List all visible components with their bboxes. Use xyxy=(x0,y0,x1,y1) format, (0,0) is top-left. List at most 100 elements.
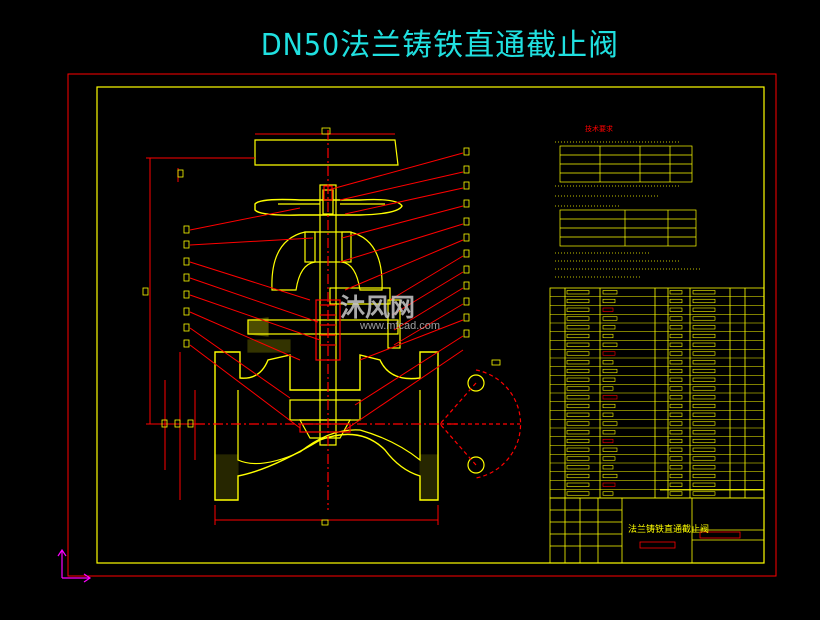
parts-cell-text xyxy=(669,307,683,312)
parts-cell-text xyxy=(602,395,618,400)
parts-cell-text xyxy=(669,456,683,461)
tech-requirements-heading: 技术要求 xyxy=(585,124,613,133)
parts-cell-text xyxy=(602,333,614,339)
watermark-brand: 沐风网 xyxy=(340,293,416,322)
parts-cell-text xyxy=(566,395,590,400)
parts-cell-text xyxy=(566,333,590,339)
parts-cell-text xyxy=(566,421,590,426)
parts-cell-text xyxy=(692,351,716,356)
parts-cell-text xyxy=(669,368,683,374)
parts-list-rows xyxy=(550,290,764,496)
parts-cell-text xyxy=(566,377,590,382)
parts-cell-text xyxy=(692,482,716,487)
parts-cell-text xyxy=(669,325,683,330)
balloon-labels xyxy=(142,127,501,526)
parts-cell-text xyxy=(692,307,716,312)
parts-cell-text xyxy=(692,290,716,295)
parts-cell-text xyxy=(566,456,590,461)
parts-cell-text xyxy=(692,316,716,321)
parts-cell-text xyxy=(669,290,683,295)
parts-cell-text xyxy=(692,386,716,391)
parts-cell-text xyxy=(669,482,683,487)
parts-cell-text xyxy=(669,342,683,347)
parts-cell-text xyxy=(692,465,716,470)
parts-cell-text xyxy=(566,412,590,417)
parts-cell-text xyxy=(692,412,716,417)
watermark-url: www.mfcad.com xyxy=(360,320,441,332)
parts-cell-text xyxy=(692,430,716,435)
parts-cell-text xyxy=(566,473,590,479)
text-lines xyxy=(555,141,700,278)
parts-cell-text xyxy=(602,473,618,479)
parts-cell-text xyxy=(692,325,716,330)
parts-cell-text xyxy=(602,465,614,470)
parts-cell-text xyxy=(602,403,616,409)
parts-cell-text xyxy=(566,316,590,321)
parts-cell-text xyxy=(669,465,683,470)
parts-cell-text xyxy=(692,333,716,339)
parts-cell-text xyxy=(566,430,590,435)
parts-cell-text xyxy=(602,290,618,295)
parts-cell-text xyxy=(669,333,683,339)
parts-cell-text xyxy=(602,447,618,452)
technical-requirements xyxy=(555,141,700,278)
parts-cell-text xyxy=(669,421,683,426)
parts-cell-text xyxy=(566,351,590,356)
parts-cell-text xyxy=(692,447,716,452)
parts-cell-text xyxy=(602,360,614,365)
parts-cell-text xyxy=(602,298,616,304)
parts-cell-text xyxy=(602,316,618,321)
parts-cell-text xyxy=(692,473,716,479)
parts-cell-text xyxy=(602,386,614,391)
parts-cell-text xyxy=(669,412,683,417)
parts-cell-text xyxy=(566,386,590,391)
parts-cell-text xyxy=(566,403,590,409)
drawing-title: DN50法兰铸铁直通截止阀 xyxy=(260,28,620,63)
parts-cell-text xyxy=(566,482,590,487)
parts-cell-text xyxy=(692,491,716,496)
parts-cell-text xyxy=(669,447,683,452)
parts-cell-text xyxy=(566,342,590,347)
title-block xyxy=(549,489,765,564)
parts-cell-text xyxy=(602,307,614,312)
parts-cell-text xyxy=(566,438,590,444)
parts-cell-text xyxy=(566,298,590,304)
parts-cell-text xyxy=(669,491,683,496)
parts-cell-text xyxy=(669,377,683,382)
parts-cell-text xyxy=(566,290,590,295)
parts-cell-text xyxy=(669,360,683,365)
parts-cell-text xyxy=(602,342,618,347)
parts-cell-text xyxy=(669,430,683,435)
parts-cell-text xyxy=(566,465,590,470)
parts-cell-text xyxy=(669,316,683,321)
parts-cell-text xyxy=(692,403,716,409)
parts-cell-text xyxy=(602,377,616,382)
parts-cell-text xyxy=(669,473,683,479)
parts-cell-text xyxy=(566,491,590,496)
parts-cell-text xyxy=(566,325,590,330)
parts-cell-text xyxy=(602,325,616,330)
parts-cell-text xyxy=(602,412,614,417)
parts-cell-text xyxy=(692,360,716,365)
parts-cell-text xyxy=(692,298,716,304)
parts-cell-text xyxy=(602,430,616,435)
parts-cell-text xyxy=(669,403,683,409)
parts-cell-text xyxy=(602,491,614,496)
parts-cell-text xyxy=(669,386,683,391)
parts-cell-text xyxy=(692,395,716,400)
parts-cell-text xyxy=(692,438,716,444)
parts-cell-text xyxy=(566,368,590,374)
parts-cell-text xyxy=(566,447,590,452)
parts-cell-text xyxy=(669,351,683,356)
outer-frame xyxy=(67,73,777,577)
parts-cell-text xyxy=(692,342,716,347)
valve-assembly xyxy=(195,130,522,510)
parts-cell-text xyxy=(692,368,716,374)
ucs-icon xyxy=(57,548,92,583)
parts-cell-text xyxy=(602,368,618,374)
parts-cell-text xyxy=(669,438,683,444)
parts-cell-text xyxy=(602,421,618,426)
parts-cell-text xyxy=(566,360,590,365)
parts-cell-text xyxy=(669,395,683,400)
